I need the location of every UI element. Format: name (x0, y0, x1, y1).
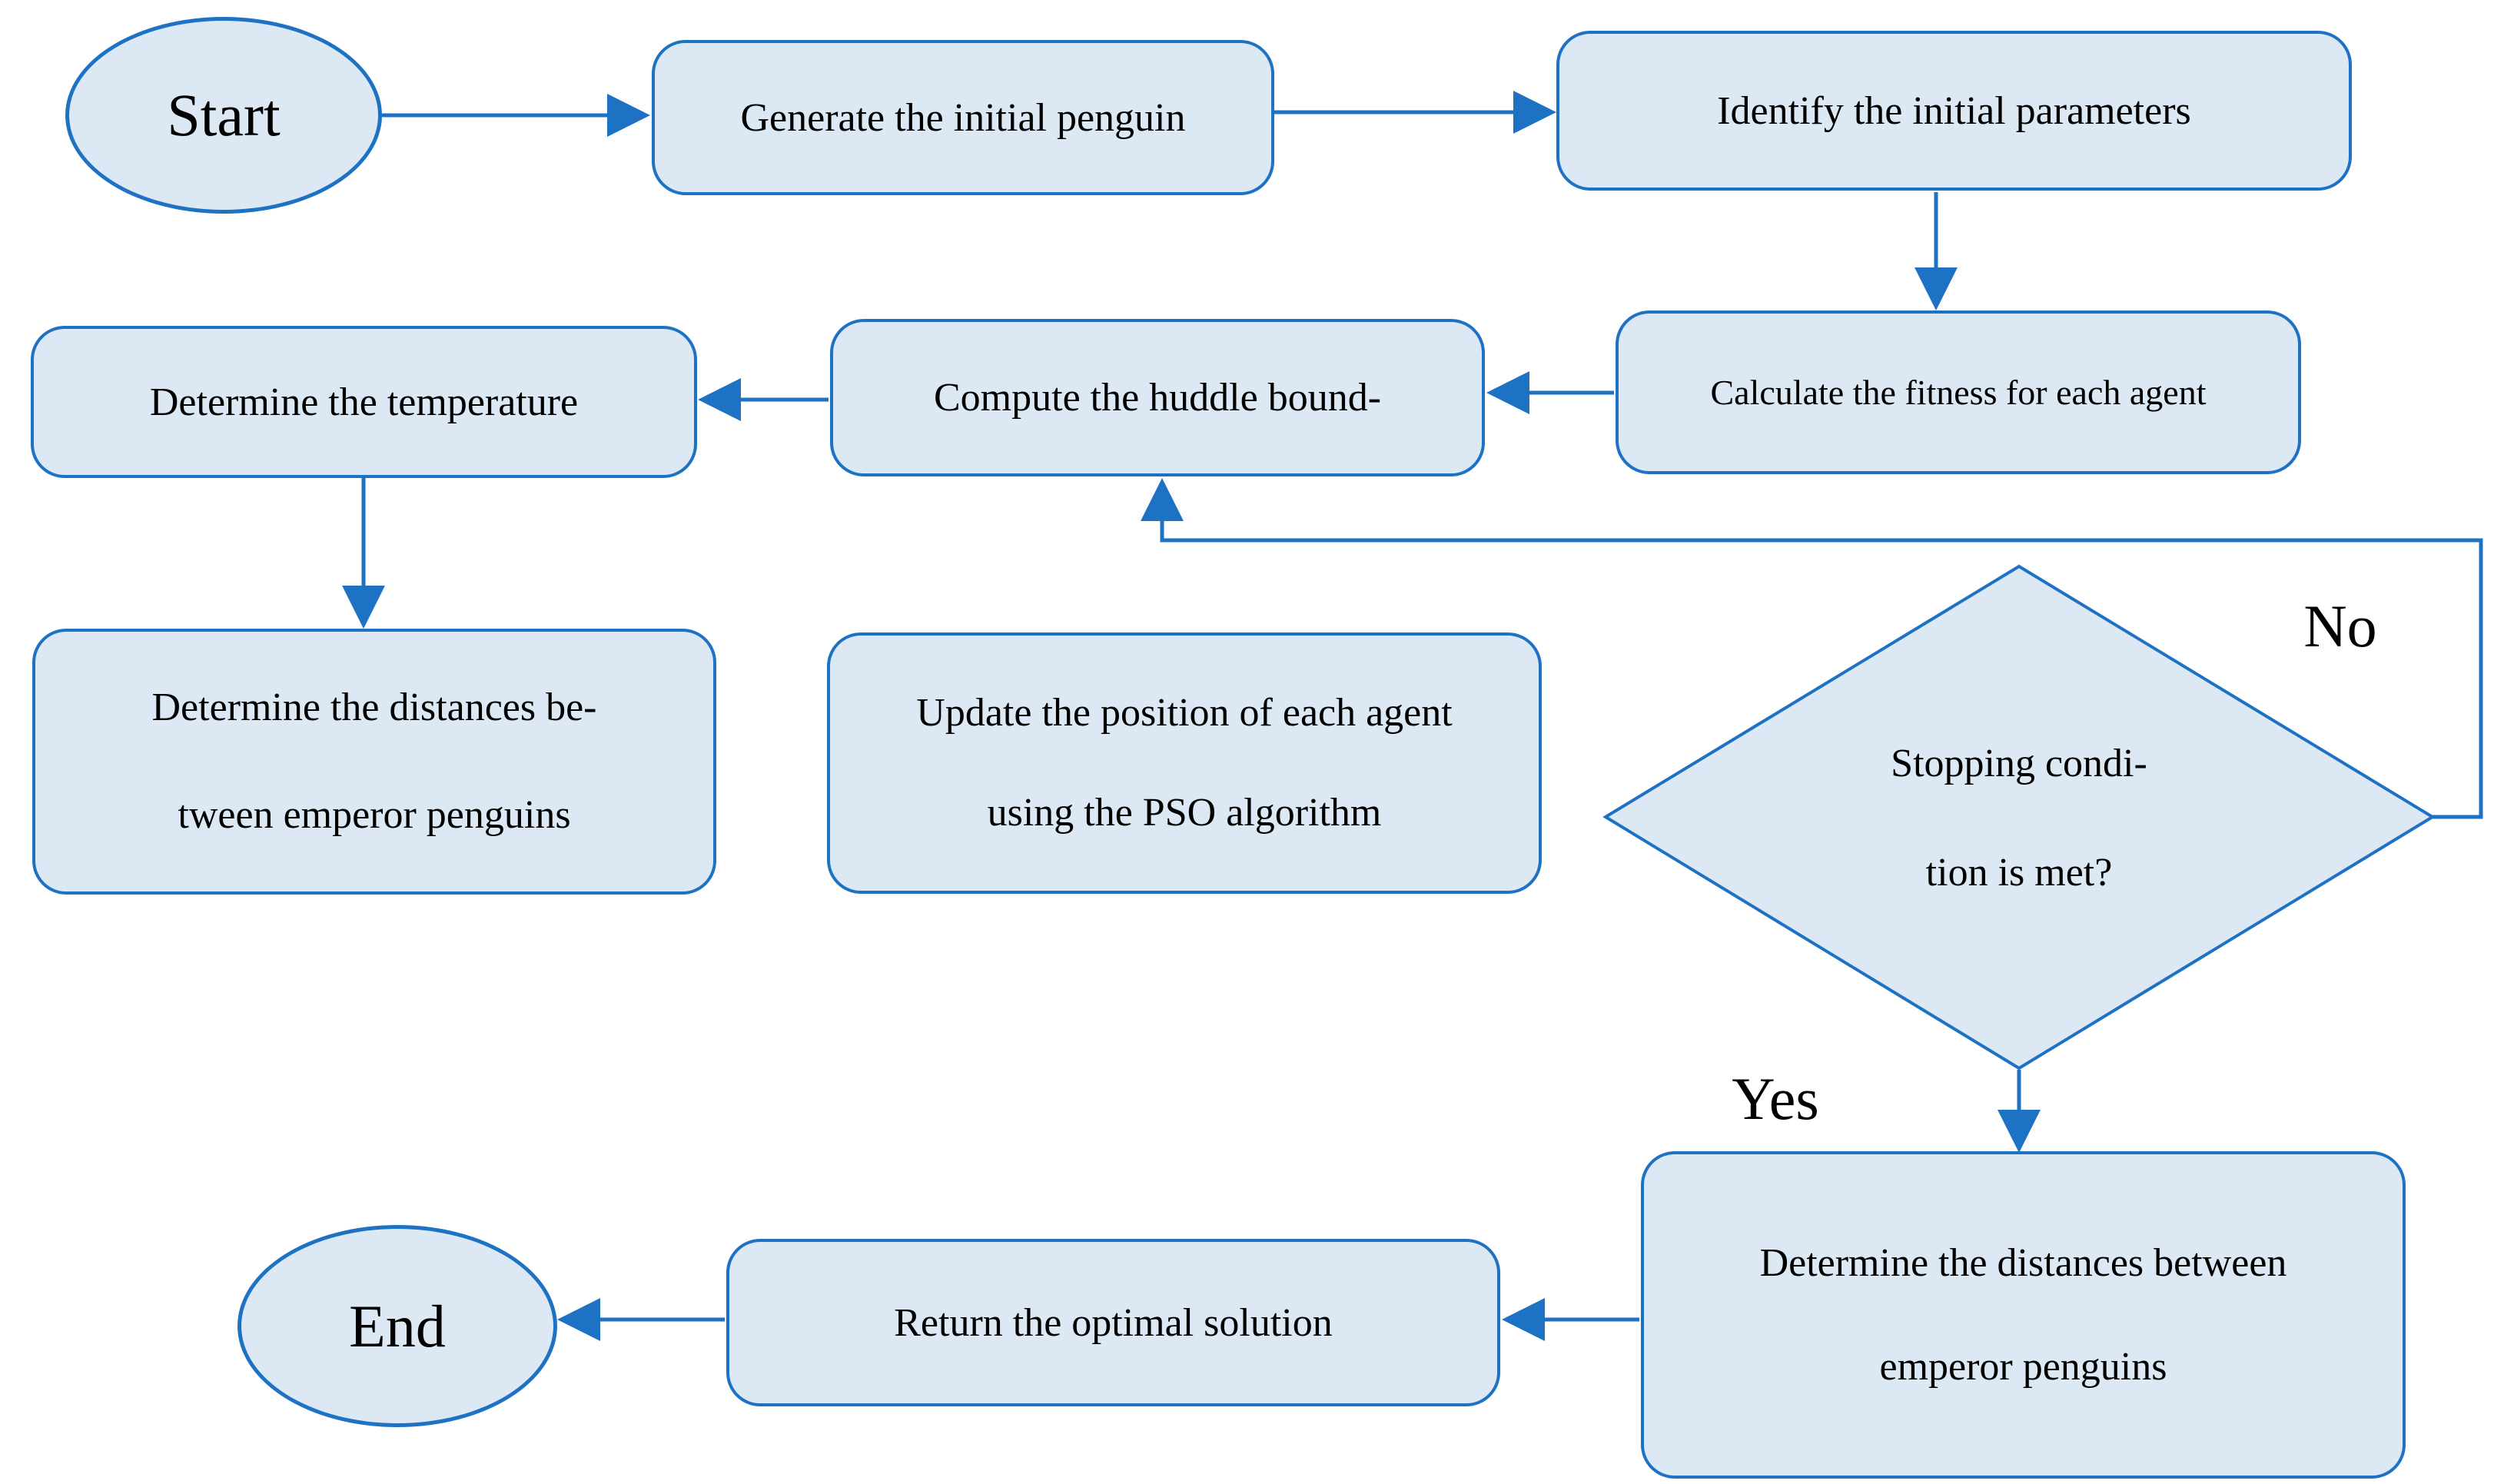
edge-temperature-to-distances (342, 478, 385, 629)
node-decision-diamond (1602, 564, 2436, 1071)
edge-generate-to-identify (1274, 91, 1556, 134)
edge-label-no: No (2303, 593, 2377, 659)
edge-huddle-to-temperature (698, 378, 829, 421)
edge-label-yes: Yes (1732, 1064, 1819, 1132)
node-end-label: End (349, 1292, 446, 1360)
node-decision-text: Stopping condi- tion is met? (1742, 715, 2296, 922)
node-update-line2: using the PSO algorithm (987, 791, 1382, 835)
node-decision-line1: Stopping condi- (1891, 742, 2147, 785)
node-huddle-label: Compute the huddle bound- (933, 376, 1382, 420)
edge-decision-yes (1998, 1070, 2041, 1153)
node-distances1-line2: tween emperor penguins (178, 793, 571, 837)
node-return-optimal-solution: Return the optimal solution (726, 1239, 1500, 1406)
edge-decision-no-loop (1141, 478, 2483, 819)
node-start-label: Start (167, 81, 281, 148)
node-end-terminator: End (237, 1225, 557, 1427)
node-distances2-line2: emperor penguins (1879, 1345, 2167, 1389)
node-distances2-line1: Determine the distances between (1759, 1241, 2287, 1285)
edge-identify-to-fitness (1915, 192, 1958, 310)
node-determine-distances-2: Determine the distances between emperor … (1641, 1151, 2406, 1479)
node-update-position-pso: Update the position of each agent using … (827, 632, 1542, 894)
node-generate-label: Generate the initial penguin (740, 95, 1186, 140)
node-fitness-label: Calculate the fitness for each agent (1710, 373, 2207, 412)
node-temperature-label: Determine the temperature (149, 380, 579, 424)
node-determine-temperature: Determine the temperature (31, 326, 697, 478)
node-calculate-fitness: Calculate the fitness for each agent (1616, 310, 2301, 474)
node-decision-line2: tion is met? (1925, 851, 2113, 895)
node-update-line1: Update the position of each agent (916, 691, 1453, 735)
node-compute-huddle-boundary: Compute the huddle bound- (830, 319, 1485, 476)
node-start-terminator: Start (65, 17, 382, 214)
edge-start-to-generate (382, 94, 650, 137)
node-identify-label: Identify the initial parameters (1717, 88, 2191, 133)
node-identify-parameters: Identify the initial parameters (1556, 31, 2352, 191)
node-generate-initial-penguin: Generate the initial penguin (652, 40, 1274, 195)
node-determine-distances-1: Determine the distances be- tween empero… (32, 629, 716, 895)
node-distances1-line1: Determine the distances be- (151, 686, 597, 729)
node-return-label: Return the optimal solution (894, 1300, 1333, 1345)
edge-return-to-end (557, 1298, 725, 1341)
edge-fitness-to-huddle (1486, 371, 1614, 414)
edge-distances2-to-return (1502, 1298, 1639, 1341)
